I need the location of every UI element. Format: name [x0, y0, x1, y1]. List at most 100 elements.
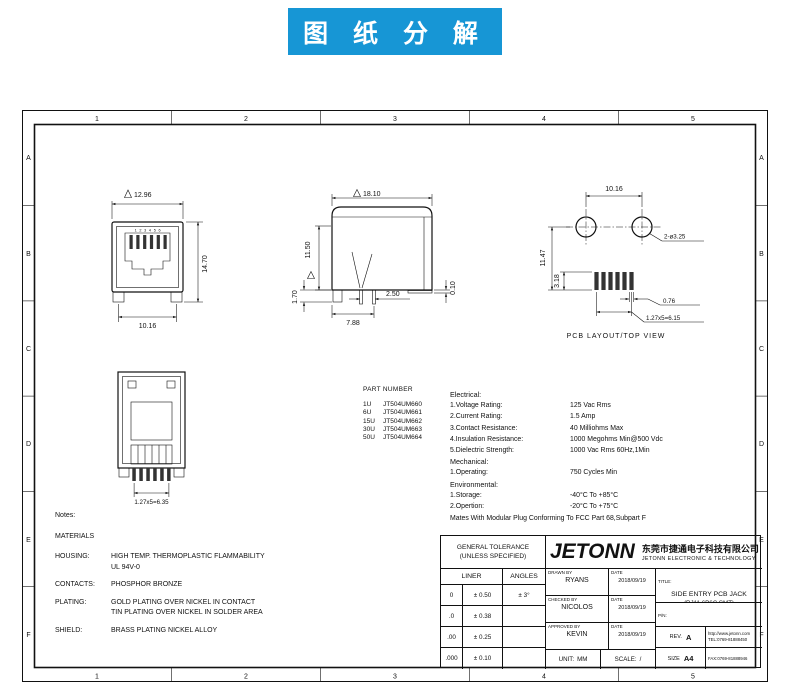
- company-name-cn: 东莞市捷通电子科技有限公司: [641, 544, 759, 554]
- grid-col-label: 5: [691, 116, 695, 123]
- note-row: SHIELD: BRASS PLATING NICKEL ALLOY: [55, 626, 218, 634]
- note-row: CONTACTS: PHOSPHOR BRONZE: [55, 581, 183, 588]
- unit-cell: UNIT: MM: [546, 650, 601, 669]
- plating-code: 1U: [363, 401, 372, 409]
- spec-row: 1.Storage: -40°C To +85°C: [450, 491, 619, 499]
- note-row: HOUSING: HIGH TEMP. THERMOPLASTIC FLAMMA…: [55, 553, 265, 571]
- pcb-dim-holes: 2-ø3.25: [664, 234, 686, 241]
- part-number-value: JT504UM660: [658, 625, 760, 626]
- company-logo: JETONN: [550, 540, 635, 563]
- side-dim-foot: 1.70: [292, 290, 299, 304]
- angles-value: ± 3°: [503, 585, 546, 606]
- grid-row-label: C: [759, 346, 764, 353]
- pcb-dim-hole-spacing: 10.16: [605, 186, 623, 193]
- drawn-date-cell: DATE 2018/09/19: [609, 569, 656, 596]
- revision-triangle-icon: [124, 189, 132, 198]
- grid-col-label: 4: [542, 116, 546, 123]
- grid-col-label: 1: [95, 116, 99, 123]
- notes-block: Notes: MATERIALS HOUSING: HIGH TEMP. THE…: [55, 511, 365, 643]
- angles-value: [503, 648, 546, 669]
- grid-col-label: 3: [393, 674, 397, 681]
- checked-date-cell: DATE 2018/09/19: [609, 596, 656, 623]
- table-row: 30U JT504UM663: [363, 426, 422, 434]
- banner: 图 纸 分 解: [288, 8, 502, 55]
- banner-title: 图 纸 分 解: [303, 19, 487, 48]
- pcb-dim-height: 11.47: [540, 249, 547, 266]
- grid-col-label: 5: [691, 674, 695, 681]
- grid-row-label: C: [26, 346, 31, 353]
- grid-row-label: D: [26, 441, 31, 448]
- spec-row: 4.Insulation Resistance: 1000 Megohms Mi…: [450, 435, 663, 443]
- table-row: 50U JT504UM664: [363, 434, 422, 442]
- pcb-dim-pad-height: 3.18: [554, 274, 561, 288]
- grid-row-label: A: [26, 155, 31, 162]
- front-dim-top: 12.96: [134, 192, 152, 199]
- general-tolerance-cell: GENERAL TOLERANCE (UNLESS SPECIFIED): [441, 536, 546, 569]
- spec-row: 5.Dielectric Strength: 1000 Vac Rms 60Hz…: [450, 447, 650, 455]
- part-number: JT504UM662: [383, 417, 423, 425]
- grid-row-label: F: [759, 632, 763, 639]
- side-dim-left: 11.50: [305, 241, 312, 258]
- company-website: http://www.jetonn.com: [708, 631, 751, 636]
- angles-value: [503, 627, 546, 648]
- front-dim-right: 14.70: [202, 255, 209, 273]
- drawing-title: SIDE ENTRY PCB JACK: [671, 591, 747, 598]
- spec-row: 2.Current Rating: 1.5 Amp: [450, 413, 596, 421]
- rev-cell: REV. A: [656, 627, 706, 648]
- grid-row-label: B: [26, 251, 31, 258]
- bottom-view: 1.27x5=6.35: [117, 371, 186, 506]
- fax-cell: FAX:0769-81888946: [706, 648, 762, 669]
- company-tel: TEL:0769-81888450: [708, 637, 748, 642]
- plating-code: 15U: [363, 417, 375, 425]
- part-number: JT504UM661: [383, 409, 423, 417]
- grid-row-label: F: [26, 632, 30, 639]
- table-row: 15U JT504UM662: [363, 418, 422, 426]
- grid-col-label: 3: [393, 116, 397, 123]
- tol-value: ± 0.10: [463, 648, 503, 669]
- grid-col-label: 2: [244, 116, 248, 123]
- side-dim-top: 18.10: [363, 191, 381, 198]
- title-block: GENERAL TOLERANCE (UNLESS SPECIFIED) JET…: [440, 535, 762, 669]
- tol-value: ± 0.38: [463, 606, 503, 627]
- grid-row-label: A: [759, 155, 764, 162]
- approved-date-cell: DATE 2018/09/19: [609, 623, 656, 650]
- company-cell: JETONN 东莞市捷通电子科技有限公司 JETONN ELECTRONIC &…: [546, 536, 762, 569]
- part-number-cell: P/N: JT504UM660: [656, 603, 762, 627]
- grid-row-label: E: [26, 537, 31, 544]
- company-fax: FAX:0769-81888946: [708, 655, 748, 661]
- tol-value: ± 0.50: [463, 585, 503, 606]
- tol-digits: .0: [441, 606, 463, 627]
- pcb-view-caption: PCB LAYOUT/TOP VIEW: [567, 333, 666, 340]
- electrical-title: Electrical:: [450, 390, 482, 399]
- drawn-by-cell: DRAWN BY RYANS: [546, 569, 609, 596]
- grid-row-label: D: [759, 441, 764, 448]
- tol-digits: .000: [441, 648, 463, 669]
- plating-code: 50U: [363, 434, 375, 442]
- size-cell: SIZE A4: [656, 648, 706, 669]
- part-number-table: PART NUMBER 1U JT504UM660 6U JT504UM661 …: [363, 386, 422, 442]
- revision-triangle-icon: [307, 270, 315, 279]
- notes-title: Notes:: [55, 512, 76, 519]
- materials-title: MATERIALS: [55, 532, 95, 540]
- grid-col-label: 2: [244, 674, 248, 681]
- part-number-header: PART NUMBER: [363, 386, 413, 393]
- pcb-layout-view: 10.16 2-ø3.25 11.47 3.18 0.76: [540, 186, 704, 340]
- approved-by-cell: APPROVED BY KEVIN: [546, 623, 609, 650]
- note-row: PLATING: GOLD PLATING OVER NICKEL IN CON…: [55, 598, 263, 617]
- company-name-en: JETONN ELECTRONIC & TECHNOLOGY: [641, 556, 756, 562]
- drawing-title-cell: TITLE: SIDE ENTRY PCB JACK (RJ11 6P6C SM…: [656, 569, 762, 603]
- spec-row: 1.Operating: 750 Cycles Min: [450, 469, 618, 477]
- part-number: JT504UM663: [383, 425, 423, 433]
- spec-row: 2.Opertion: -20°C To +75°C: [450, 503, 619, 511]
- liner-header: LINER: [441, 569, 503, 585]
- sheet-frame: 1 2 3 4 5 1 2 3 4 5 A B C D E F A B C D …: [22, 110, 768, 682]
- side-view: 18.10 11.50 2.50 0.10 1.70: [292, 188, 457, 327]
- side-dim-standoff: 0.10: [450, 281, 457, 295]
- scale-cell: SCALE: /: [601, 650, 656, 669]
- front-view: 1 2 3 4 5 6 12.96 14.70 10.16: [111, 189, 209, 330]
- angles-header: ANGLES: [503, 569, 546, 585]
- revision-triangle-icon: [353, 188, 361, 197]
- environmental-title: Environmental:: [450, 479, 498, 489]
